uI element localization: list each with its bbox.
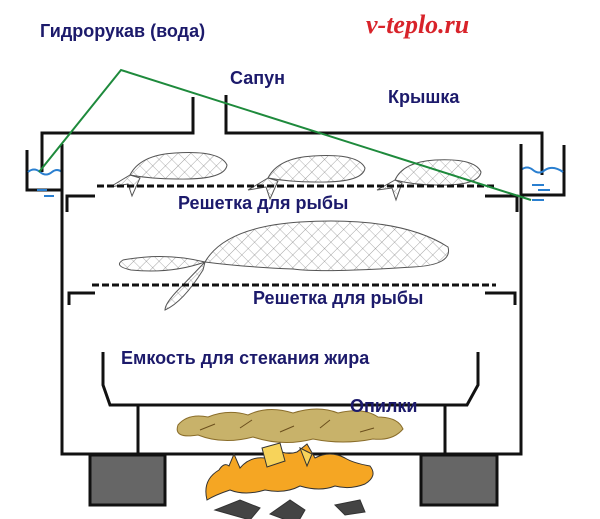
leg-right [419,453,499,507]
water-seal-right [520,145,566,201]
hydro-seal-pointer [38,68,532,201]
label-vent: Сапун [230,68,285,88]
lid [40,95,544,175]
leg-left [88,453,167,507]
brand-logo: v-teplo.ru [366,10,469,39]
label-fat-tray: Емкость для стекания жира [121,348,370,368]
label-grate-upper: Решетка для рыбы [178,193,348,213]
label-grate-lower: Решетка для рыбы [253,288,423,308]
label-lid: Крышка [388,87,460,107]
sawdust-pile [176,408,404,443]
fire-icon [205,442,374,519]
fat-tray [101,352,480,407]
water-seal-left [25,150,63,197]
label-sawdust: Опилки [350,396,417,416]
fish-upper [109,152,482,202]
label-hydro-seal: Гидрорукав (вода) [40,21,205,41]
